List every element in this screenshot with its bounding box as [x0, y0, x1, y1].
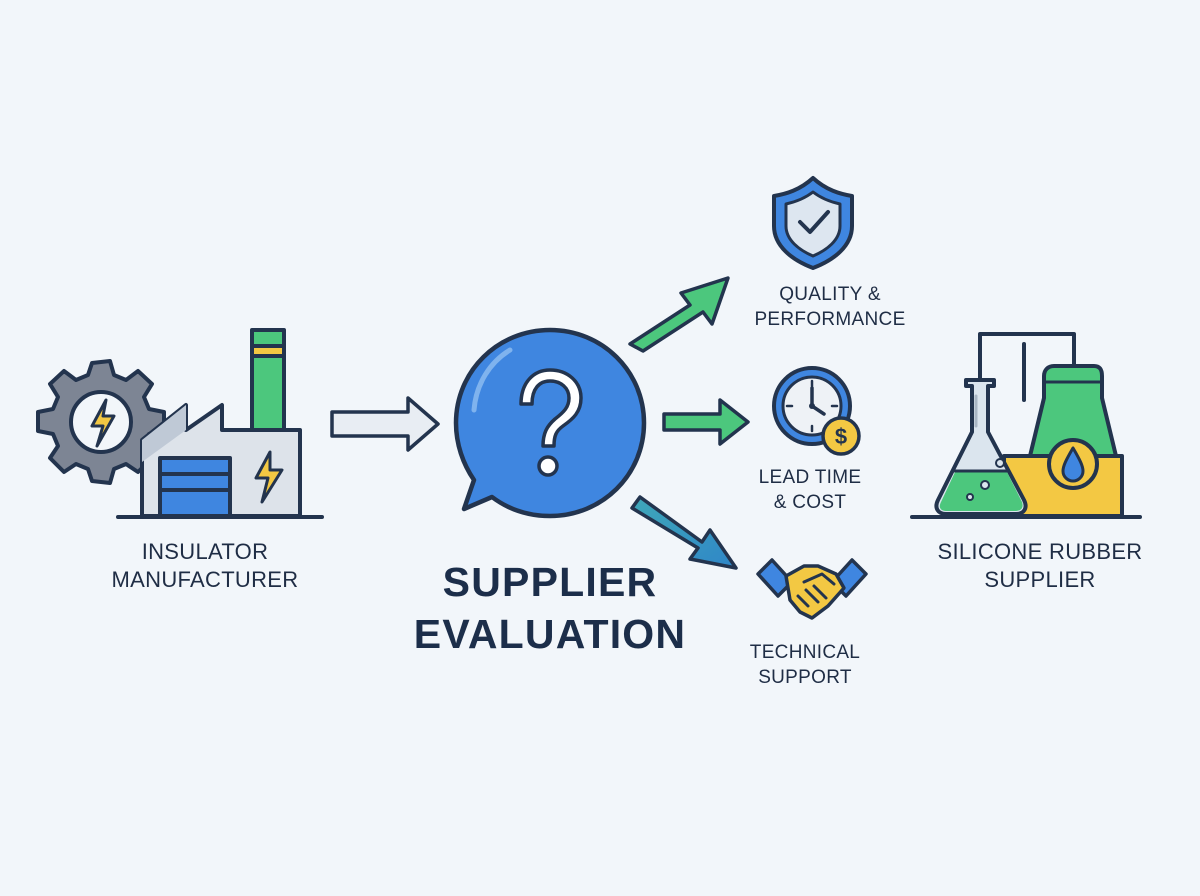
label-line: SUPPORT [758, 667, 852, 688]
question-speech-bubble-icon [453, 327, 647, 519]
factory-gear-icon [36, 328, 324, 519]
question-mark [519, 368, 583, 448]
arrow-to-leadtime [662, 398, 750, 446]
label-line: SUPPLIER [984, 567, 1096, 592]
label-line: & COST [773, 492, 847, 513]
lightning-icon [254, 450, 284, 504]
garage-door [158, 456, 232, 518]
label-line: SILICONE RUBBER [937, 539, 1143, 564]
label-lead-time-cost: LEAD TIME & COST [720, 465, 900, 515]
gear-icon [36, 359, 166, 485]
label-line: MANUFACTURER [111, 567, 299, 592]
label-insulator-manufacturer: INSULATOR MANUFACTURER [60, 538, 350, 594]
lab-flask-plant-icon [910, 332, 1142, 519]
svg-text:$: $ [835, 424, 847, 449]
question-dot [537, 455, 559, 477]
dollar-coin-icon [821, 416, 861, 456]
label-line: EVALUATION [413, 611, 687, 657]
label-line: PERFORMANCE [754, 309, 906, 330]
label-line: QUALITY & [779, 284, 881, 305]
label-line: LEAD TIME [758, 467, 862, 488]
label-line: SUPPLIER [442, 559, 658, 605]
arrow-to-quality [628, 276, 730, 353]
clock-dollar-icon: $ [772, 366, 861, 456]
label-silicone-rubber-supplier: SILICONE RUBBER SUPPLIER [900, 538, 1180, 594]
label-line: TECHNICAL [749, 642, 861, 663]
handshake-icon [756, 558, 868, 620]
arrow-to-support [630, 495, 738, 570]
label-technical-support: TECHNICAL SUPPORT [720, 640, 890, 690]
label-supplier-evaluation: SUPPLIER EVALUATION [380, 556, 720, 660]
arrow-manufacturer-to-evaluation [330, 396, 440, 452]
label-line: INSULATOR [141, 539, 269, 564]
label-quality-performance: QUALITY & PERFORMANCE [730, 282, 930, 332]
shield-check-icon [772, 176, 854, 270]
